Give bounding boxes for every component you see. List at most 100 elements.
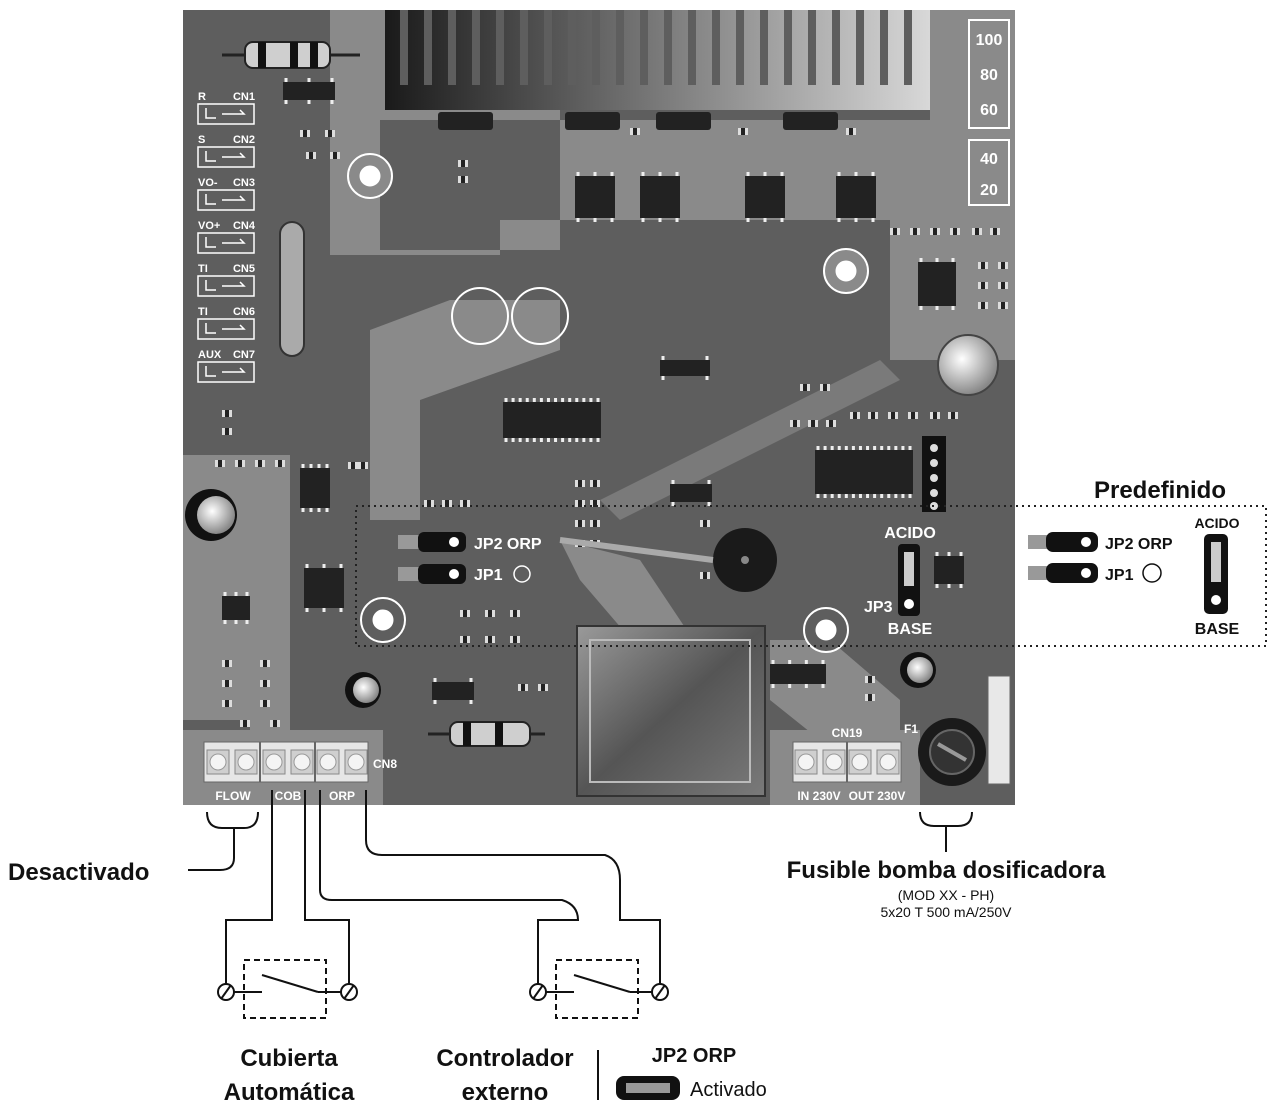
smd-passive: [978, 262, 988, 269]
f1-label: F1: [904, 722, 918, 736]
connector-signal-label: TI: [198, 306, 208, 318]
smd-passive: [948, 412, 958, 419]
board-jp2-jumper: [398, 532, 466, 552]
desactivado-label: Desactivado: [8, 859, 149, 886]
scale-80: 80: [980, 67, 998, 84]
ic-chip: [640, 172, 680, 222]
slot: [279, 221, 305, 357]
pin-header: [922, 436, 946, 512]
connector-pin-icon: [205, 194, 246, 205]
smd-passive: [358, 462, 368, 469]
smd-passive: [330, 152, 340, 159]
predef-jp1-clock-icon: [1142, 563, 1162, 583]
led-button: [937, 334, 999, 396]
smd-part: [670, 480, 712, 506]
connector-socket: [197, 318, 255, 340]
fusible-title: Fusible bomba dosificadora: [787, 857, 1106, 884]
smd-passive: [998, 282, 1008, 289]
bottom-jp2-jumper: [616, 1076, 680, 1100]
bottom-jp2-label: JP2 ORP: [652, 1045, 736, 1067]
controlador-line1: Controlador: [436, 1045, 573, 1072]
ic-chip: [934, 552, 964, 588]
buzzer: [559, 528, 777, 592]
pcb-trace: [600, 360, 900, 520]
fusible-model: (MOD XX - PH): [898, 887, 994, 903]
smd-part: [283, 78, 335, 104]
smd-passive: [460, 500, 470, 507]
smd-passive: [518, 684, 528, 691]
smd-passive: [590, 520, 600, 527]
predef-jp2-label: JP2 ORP: [1105, 536, 1173, 553]
ic-chip: [304, 564, 344, 612]
mounting-holes: [347, 153, 869, 653]
smd-passive: [235, 460, 245, 467]
connector-pin-icon: [205, 280, 246, 291]
smd-passive: [930, 228, 940, 235]
smd-passive: [575, 480, 585, 487]
smd-passive: [865, 676, 875, 683]
transistors: [438, 112, 838, 130]
connector-socket: [197, 361, 255, 383]
smd-passive: [868, 412, 878, 419]
smd-passive: [590, 500, 600, 507]
smd-passive: [538, 684, 548, 691]
smd-passive: [460, 636, 470, 643]
smd-passive: [222, 410, 232, 417]
smd-passive: [222, 660, 232, 667]
terminal-in-label: IN 230V: [797, 789, 840, 803]
smd-passive: [808, 420, 818, 427]
connector-signal-label: R: [198, 91, 206, 103]
smd-passive: [215, 460, 225, 467]
predefinido-title: Predefinido: [1094, 477, 1226, 504]
board-jp3-label: JP3: [864, 599, 893, 616]
outline-circles: [451, 287, 569, 345]
cn8-label: CN8: [373, 757, 397, 771]
connector-cn3: VO-CN3: [197, 177, 255, 211]
jumper-region: [355, 505, 1267, 647]
connector-socket: [197, 189, 255, 211]
smd-passive: [458, 176, 468, 183]
terminal-orp-label: ORP: [329, 789, 355, 803]
smd-passive: [850, 412, 860, 419]
board-jp1-label: JP1: [474, 567, 503, 584]
smd-passive: [510, 636, 520, 643]
smd-passive: [260, 660, 270, 667]
smd-passive: [222, 428, 232, 435]
connector-socket: [197, 103, 255, 125]
smd-passive: [590, 480, 600, 487]
smd-passive: [972, 228, 982, 235]
heatsink: [385, 10, 930, 110]
scale-bottom-box: 40 20: [968, 139, 1010, 206]
cubierta-line2: Automática: [224, 1079, 355, 1106]
metal-box: [576, 625, 766, 797]
board-jp1-clock-icon: [513, 565, 531, 583]
connector-signal-label: VO-: [198, 177, 218, 189]
smd-passive: [846, 128, 856, 135]
wiring: [225, 790, 661, 985]
board-base-label: BASE: [888, 621, 933, 638]
smd-passive: [978, 282, 988, 289]
scale-100: 100: [976, 32, 1003, 49]
switch-controlador: [529, 959, 669, 1019]
scale-20: 20: [980, 182, 998, 199]
smd-passive: [826, 420, 836, 427]
smd-passive: [458, 160, 468, 167]
smd-passive: [865, 694, 875, 701]
ic-chip: [836, 172, 876, 222]
fuse-bracket: [919, 811, 973, 852]
terminal-out-label: OUT 230V: [849, 789, 906, 803]
board-jp3-jumper: [898, 544, 920, 616]
scale-top-box: 100 80 60: [968, 19, 1010, 129]
smd-passive: [260, 680, 270, 687]
terminal-cob-label: COB: [275, 789, 302, 803]
connector-pin-icon: [205, 366, 246, 377]
board-jp1-jumper: [398, 564, 466, 584]
scale-40: 40: [980, 151, 998, 168]
predef-acido-label: ACIDO: [1194, 515, 1239, 531]
